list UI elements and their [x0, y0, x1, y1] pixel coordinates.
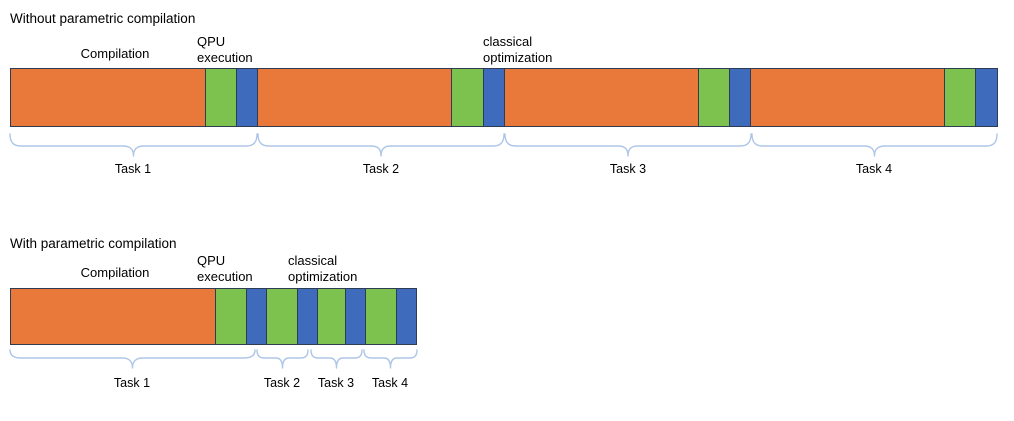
phase-label-qpu-bottom: QPU execution [197, 253, 253, 285]
task4-group [750, 69, 997, 126]
phase-label-qpu-line2: execution [197, 269, 253, 284]
task3-qpu-segment [698, 69, 730, 126]
task2-group [256, 69, 504, 126]
task2-compilation-segment [257, 69, 451, 126]
phase-label-compilation-bottom: Compilation [80, 265, 150, 280]
task4-label-bottom: Task 4 [371, 376, 409, 390]
task2-qpu-segment [450, 69, 483, 126]
shared-compilation-segment [11, 289, 215, 344]
task4-compilation-segment [751, 69, 944, 126]
brace-task1-bottom [9, 349, 256, 369]
task4-qpu-segment [365, 289, 396, 344]
task3-compilation-segment [504, 69, 699, 126]
phase-label-classical-line2: optimization [483, 50, 553, 65]
timeline-bar-without [10, 68, 998, 127]
task1-classical-segment [246, 289, 266, 344]
task3-classical-segment [729, 69, 751, 126]
brace-task3-top [504, 133, 752, 157]
task1-group [11, 69, 257, 126]
phase-label-qpu-line1: QPU [197, 253, 226, 268]
task1-qpu-segment [215, 289, 246, 344]
task2-label-top: Task 2 [362, 162, 400, 176]
task4-classical-segment [396, 289, 416, 344]
task3-group [503, 69, 751, 126]
task1-qpu-segment [204, 69, 236, 126]
phase-label-qpu-line2: execution [197, 50, 253, 65]
task3-qpu-segment [317, 289, 345, 344]
task1-label-top: Task 1 [114, 162, 152, 176]
task3-classical-segment [345, 289, 365, 344]
chart-title-without: Without parametric compilation [10, 11, 196, 26]
task1-label-bottom: Task 1 [113, 376, 151, 390]
phase-label-classical-top: classical optimization [483, 34, 552, 66]
task4-classical-segment [975, 69, 997, 126]
task2-qpu-segment [266, 289, 297, 344]
task2-label-bottom: Task 2 [263, 376, 301, 390]
task3-label-bottom: Task 3 [317, 376, 355, 390]
brace-task2-bottom [256, 349, 309, 369]
task1-compilation-segment [11, 69, 205, 126]
phase-label-classical-bottom: classical optimization [288, 253, 357, 285]
task4-label-top: Task 4 [855, 162, 893, 176]
brace-task4-bottom [363, 349, 418, 369]
timeline-bar-with [10, 288, 417, 345]
chart-title-with: With parametric compilation [10, 236, 177, 251]
task2-classical-segment [297, 289, 317, 344]
task1-classical-segment [235, 69, 257, 126]
brace-task2-top [257, 133, 505, 157]
task-braces-bottom [9, 349, 418, 369]
phase-label-qpu-top: QPU execution [197, 34, 253, 66]
phase-label-compilation-top: Compilation [80, 46, 150, 61]
brace-task3-bottom [310, 349, 363, 369]
task-braces-top [9, 133, 998, 157]
phase-label-classical-line1: classical [483, 34, 533, 49]
phase-label-classical-line2: optimization [288, 269, 358, 284]
brace-task1-top [9, 133, 258, 157]
task2-classical-segment [482, 69, 504, 126]
task4-qpu-segment [944, 69, 975, 126]
phase-label-qpu-line1: QPU [197, 34, 226, 49]
brace-task4-top [751, 133, 998, 157]
phase-label-classical-line1: classical [288, 253, 338, 268]
task3-label-top: Task 3 [609, 162, 647, 176]
